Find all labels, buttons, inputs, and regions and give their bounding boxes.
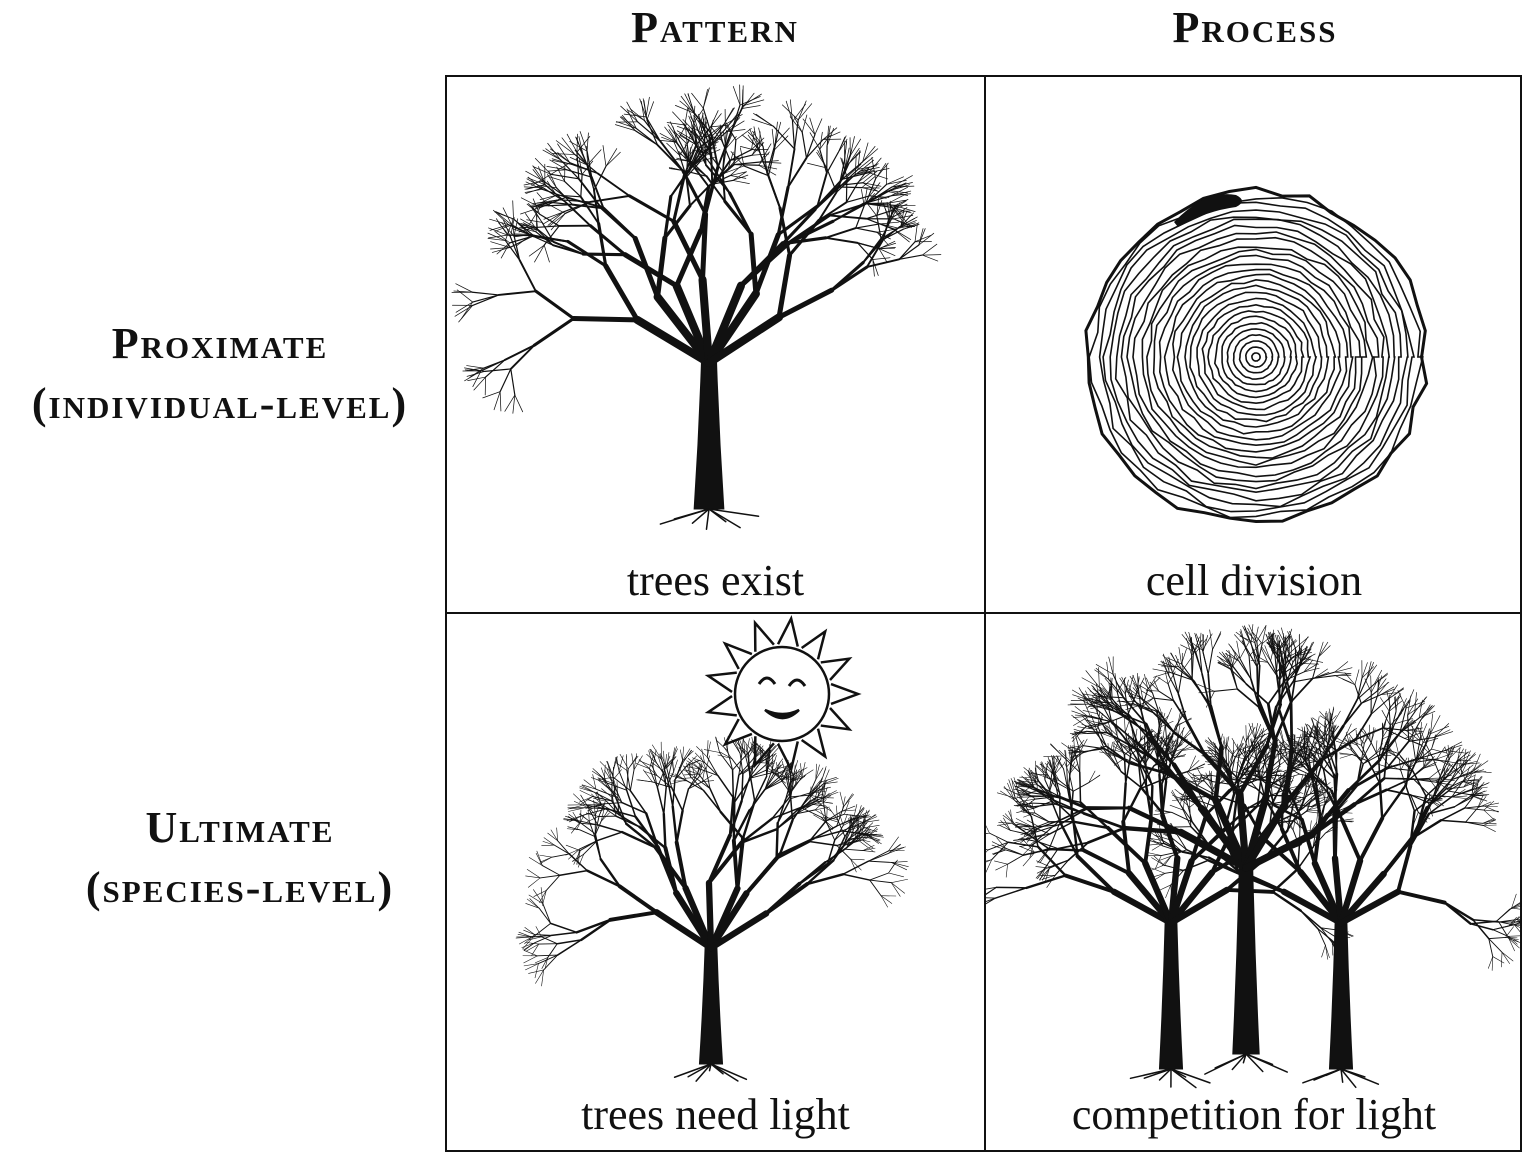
tree-icon (515, 735, 909, 1082)
cell-proximate-process: cell division (986, 77, 1522, 614)
tree-icon (451, 84, 942, 530)
cell-ultimate-pattern: trees need light (447, 614, 986, 1150)
row-header-proximate: Proximate (individual-level) (0, 314, 440, 434)
cell-caption: trees exist (626, 556, 805, 605)
row-title: Ultimate (145, 803, 335, 852)
cell-caption: competition for light (1071, 1090, 1437, 1139)
tree-with-sun-icon (515, 614, 909, 1082)
column-header-process: Process (1172, 3, 1338, 52)
sun-icon (704, 614, 862, 774)
cell-caption: cell division (1145, 556, 1363, 605)
row-title: Proximate (111, 319, 329, 368)
cell-ultimate-process: competition for light (986, 614, 1522, 1150)
row-header-ultimate: Ultimate (species-level) (40, 798, 440, 918)
tree-rings-icon (1084, 185, 1429, 524)
column-header-pattern: Pattern (631, 3, 799, 52)
cell-caption: trees need light (581, 1090, 850, 1139)
row-subtitle: (individual-level) (31, 379, 409, 428)
cell-proximate-pattern: trees exist (447, 77, 986, 614)
pattern-process-grid: trees exist cell division trees need lig… (445, 75, 1522, 1152)
forest-icon (986, 624, 1522, 1089)
row-subtitle: (species-level) (85, 863, 395, 912)
